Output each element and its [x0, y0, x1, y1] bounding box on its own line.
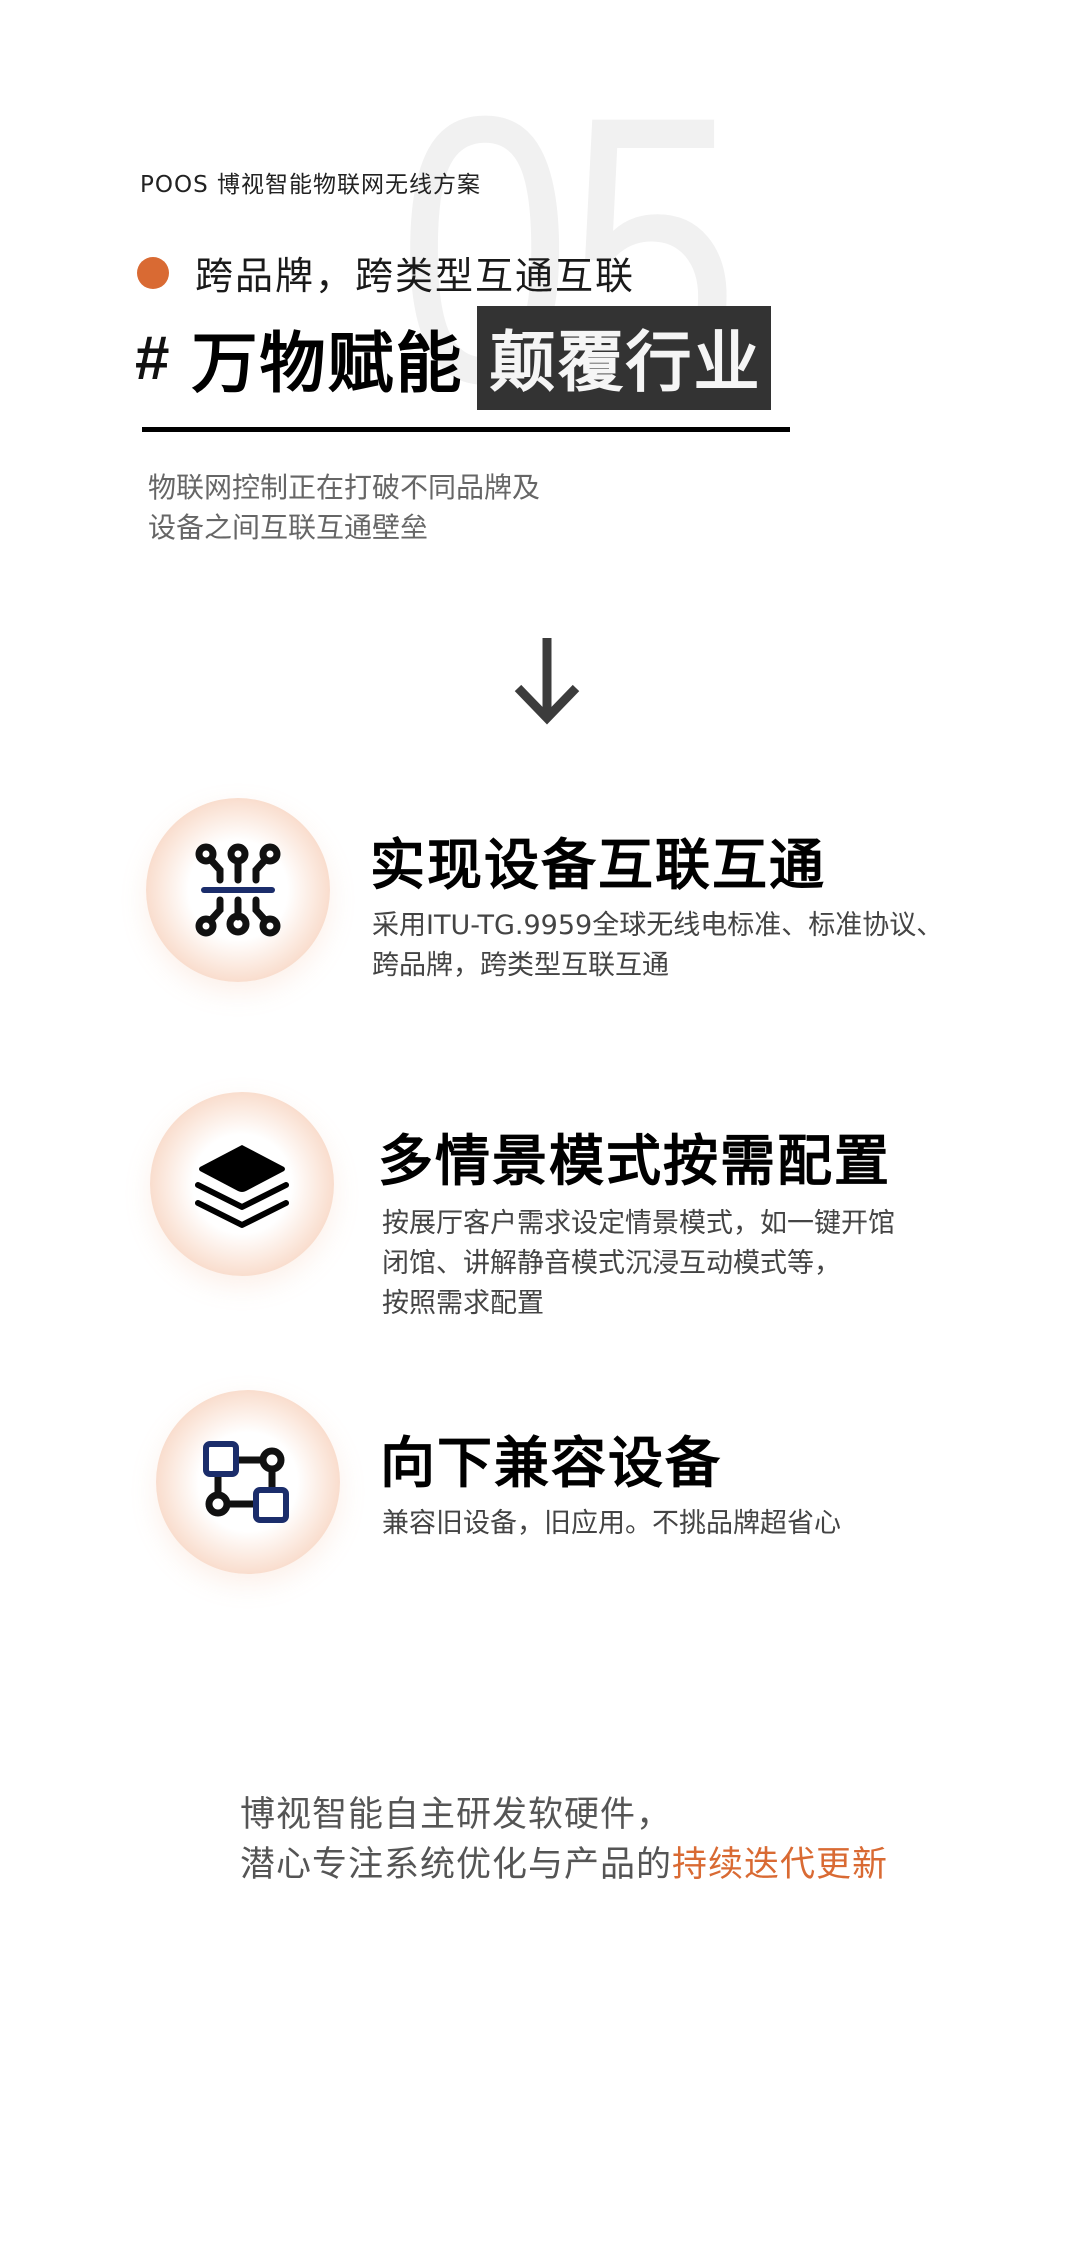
- brand-line: POOS 博视智能物联网无线方案: [140, 172, 481, 198]
- feature-title: 多情景模式按需配置: [378, 1129, 892, 1193]
- headline-main: 万物赋能: [191, 325, 464, 402]
- feature-item-scene-modes: 多情景模式按需配置 按展厅客户需求设定情景模式，如一键开馆 闭馆、讲解静音模式沉…: [0, 1080, 1080, 1320]
- description-line: 闭馆、讲解静音模式沉浸互动模式等，: [382, 1248, 841, 1279]
- subtitle-row: 跨品牌，跨类型互通互联: [137, 245, 635, 300]
- workflow-nodes-icon: [203, 1441, 289, 1523]
- closing-line-2: 潜心专注系统优化与产品的持续迭代更新: [240, 1840, 888, 1890]
- feature-description: 兼容旧设备，旧应用。不挑品牌超省心: [382, 1504, 841, 1544]
- feature-item-backward-compatible: 向下兼容设备 兼容旧设备，旧应用。不挑品牌超省心: [0, 1378, 1080, 1618]
- closing-highlight: 持续迭代更新: [672, 1845, 889, 1885]
- closing-line-1: 博视智能自主研发软硬件，: [240, 1795, 673, 1835]
- description-line: 采用ITU-TG.9959全球无线电标准、标准协议、: [372, 910, 944, 941]
- circuit-connect-icon: [195, 843, 281, 937]
- feature-title: 实现设备互联互通: [370, 833, 827, 897]
- feature-icon-badge: [156, 1390, 340, 1574]
- intro-line: 设备之间互联互通壁垒: [148, 511, 429, 544]
- intro-text: 物联网控制正在打破不同品牌及 设备之间互联互通壁垒: [148, 468, 540, 548]
- arrow-down-icon: [514, 638, 580, 725]
- description-line: 兼容旧设备，旧应用。不挑品牌超省心: [382, 1508, 841, 1539]
- feature-item-interconnect: 实现设备互联互通 采用ITU-TG.9959全球无线电标准、标准协议、 跨品牌，…: [0, 780, 1080, 1020]
- headline-highlight: 颠覆行业: [477, 306, 772, 410]
- feature-description: 按展厅客户需求设定情景模式，如一键开馆 闭馆、讲解静音模式沉浸互动模式等， 按照…: [382, 1204, 895, 1324]
- description-line: 按照需求配置: [382, 1288, 544, 1319]
- feature-icon-badge: [146, 798, 330, 982]
- closing-statement: 博视智能自主研发软硬件， 潜心专注系统优化与产品的持续迭代更新: [240, 1790, 888, 1890]
- feature-description: 采用ITU-TG.9959全球无线电标准、标准协议、 跨品牌，跨类型互联互通: [372, 906, 943, 986]
- feature-icon-badge: [150, 1092, 334, 1276]
- title-underline-divider: [142, 427, 790, 432]
- description-line: 按展厅客户需求设定情景模式，如一键开馆: [382, 1208, 895, 1239]
- closing-line-2-prefix: 潜心专注系统优化与产品的: [240, 1845, 673, 1885]
- accent-dot-icon: [137, 256, 169, 289]
- description-line: 跨品牌，跨类型互联互通: [372, 950, 669, 981]
- layers-icon: [195, 1145, 289, 1228]
- hash-mark: #: [135, 323, 170, 393]
- subtitle: 跨品牌，跨类型互通互联: [195, 254, 636, 298]
- feature-title: 向下兼容设备: [380, 1431, 723, 1495]
- page-title: # 万物赋能 颠覆行业: [135, 305, 772, 411]
- intro-line: 物联网控制正在打破不同品牌及: [148, 471, 541, 504]
